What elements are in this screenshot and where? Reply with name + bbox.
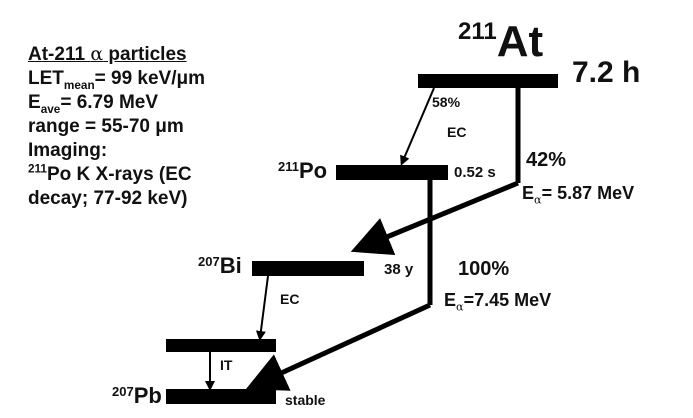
- at211-level-bar: [418, 74, 558, 88]
- at211-label: 211At: [458, 20, 543, 64]
- at-po-ec-arrow: [400, 87, 435, 166]
- po211-level-bar: [336, 165, 448, 180]
- bi207-mass: 207: [198, 254, 220, 269]
- pb207-isomer-level-bar: [166, 339, 276, 352]
- bi207-symbol: Bi: [219, 253, 242, 278]
- alpha-properties-panel: At-211 α particles LETmean= 99 keV/μm Ea…: [28, 42, 205, 211]
- pb207-ground-level-bar: [166, 389, 276, 404]
- at-alpha-energy: Eα= 5.87 MeV: [522, 183, 635, 207]
- at-alpha-branch-percent: 42%: [526, 149, 567, 171]
- let-line: LETmean= 99 keV/μm: [28, 68, 206, 92]
- range-line: range = 55-70 μm: [28, 116, 184, 137]
- bi-ec-label: EC: [280, 291, 300, 307]
- po211-mass: 211: [278, 159, 299, 174]
- po211-halflife: 0.52 s: [454, 164, 496, 181]
- it-label: IT: [220, 357, 233, 373]
- pb207-mass: 207: [112, 384, 134, 399]
- bi207-label: 207Bi: [198, 255, 242, 277]
- po-pb-alpha-arrow: [245, 302, 432, 391]
- pb207-symbol: Pb: [133, 383, 162, 408]
- po-alpha-energy: Eα=7.45 MeV: [444, 290, 552, 314]
- eave-line: Eave= 6.79 MeV: [28, 92, 159, 116]
- at211-symbol: At: [496, 17, 544, 66]
- at-bi-alpha-arrow: [350, 180, 519, 256]
- pb207-stable-label: stable: [285, 392, 326, 408]
- at211-halflife: 7.2 h: [572, 56, 641, 89]
- po-alpha-branch-percent: 100%: [458, 258, 510, 280]
- bi207-halflife: 38 y: [384, 261, 414, 278]
- at-ec-branch-percent: 58%: [432, 94, 461, 110]
- po211-symbol: Po: [298, 158, 328, 183]
- xray-line: 211Po K X-rays (EC: [28, 162, 192, 185]
- panel-title: At-211 α particles: [28, 43, 187, 65]
- at211-mass: 211: [458, 18, 497, 45]
- decay-energy-line: decay; 77-92 keV): [28, 188, 188, 209]
- bi207-level-bar: [252, 261, 364, 276]
- bi-ec-arrow: [255, 275, 269, 341]
- at-ec-label: EC: [447, 124, 467, 140]
- pb207-label: 207Pb: [112, 385, 162, 407]
- po211-label: 211Po: [278, 160, 327, 182]
- imaging-line: Imaging:: [28, 140, 108, 161]
